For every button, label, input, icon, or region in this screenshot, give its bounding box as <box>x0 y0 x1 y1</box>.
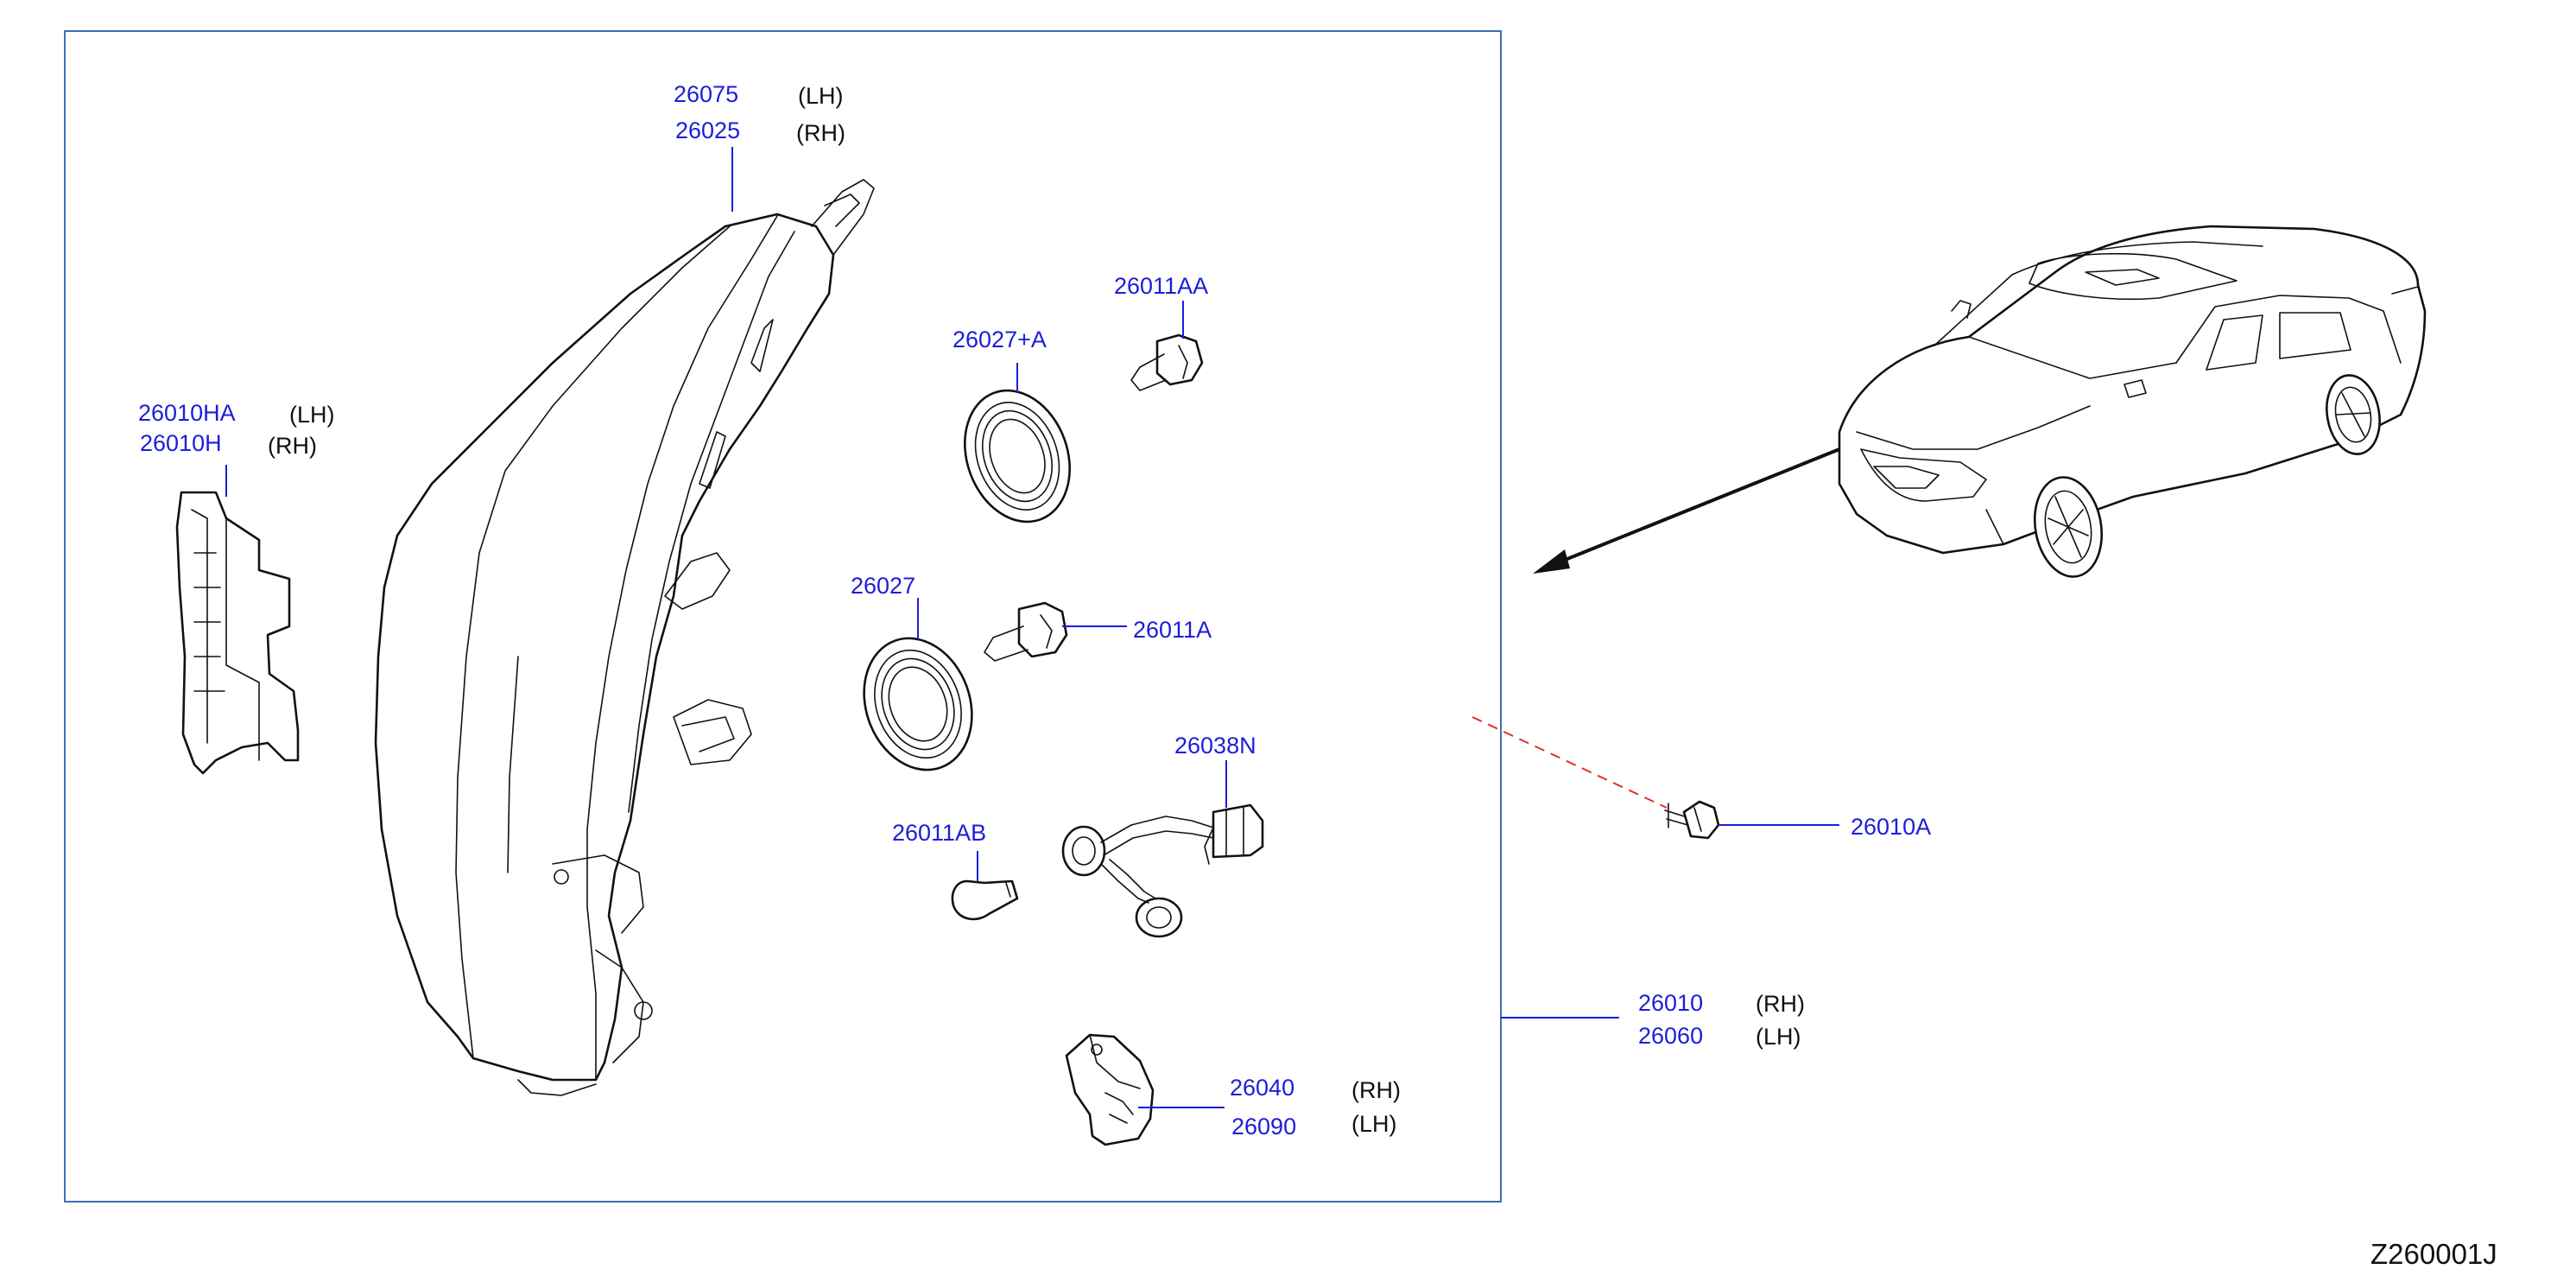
bulb-a-drawing <box>984 601 1068 662</box>
callout-headlamp-rh-part[interactable]: 26025 <box>675 117 740 143</box>
harness-drawing <box>1061 803 1264 938</box>
callout-harness-part[interactable]: 26038N <box>1174 733 1256 758</box>
callout-assembly-lh-side: (LH) <box>1756 1024 1801 1050</box>
callout-bulb-ab-part[interactable]: 26011AB <box>892 820 986 846</box>
bulb-aa-drawing <box>1130 333 1204 391</box>
cap-a-drawing <box>964 389 1071 524</box>
callout-headlamp-rh-side: (RH) <box>796 120 845 146</box>
callout-bracket-lh-side: (LH) <box>289 402 335 428</box>
callout-module-lh-side: (LH) <box>1351 1111 1397 1137</box>
bracket-drawing <box>175 491 300 775</box>
callout-bracket-lh-part[interactable]: 26010HA <box>138 400 236 426</box>
callout-module-lh-part[interactable]: 26090 <box>1231 1114 1296 1139</box>
headlamp-housing-drawing <box>374 179 875 1096</box>
screw-dashed-leader <box>1472 716 1668 809</box>
callout-bulb-aa-part[interactable]: 26011AA <box>1114 273 1208 299</box>
screw-drawing <box>1664 800 1720 840</box>
vehicle-illustration <box>1838 225 2427 578</box>
callout-bulb-a-part[interactable]: 26011A <box>1133 617 1212 643</box>
callout-cap-a-part[interactable]: 26027+A <box>953 327 1047 352</box>
callout-screw-part[interactable]: 26010A <box>1851 814 1931 840</box>
cap-drawing <box>863 637 973 771</box>
callout-cap-part[interactable]: 26027 <box>851 573 915 599</box>
callout-assembly-rh-part[interactable]: 26010 <box>1638 990 1703 1016</box>
callout-headlamp-lh-part[interactable]: 26075 <box>674 81 738 107</box>
callout-module-rh-part[interactable]: 26040 <box>1230 1075 1294 1101</box>
direction-arrow <box>1533 447 1840 574</box>
callout-assembly-rh-side: (RH) <box>1756 991 1805 1017</box>
diagram-code: Z260001J <box>2370 1238 2497 1270</box>
assembly-frame <box>64 30 1502 1203</box>
leader-lines <box>225 147 1839 1108</box>
callout-module-rh-side: (RH) <box>1351 1077 1401 1103</box>
callout-assembly-lh-part[interactable]: 26060 <box>1638 1023 1703 1049</box>
callout-bracket-rh-side: (RH) <box>268 433 317 459</box>
bulb-ab-drawing <box>951 879 1019 921</box>
callout-bracket-rh-part[interactable]: 26010H <box>140 430 222 456</box>
module-drawing <box>1065 1033 1155 1146</box>
callout-headlamp-lh-side: (LH) <box>798 83 844 109</box>
